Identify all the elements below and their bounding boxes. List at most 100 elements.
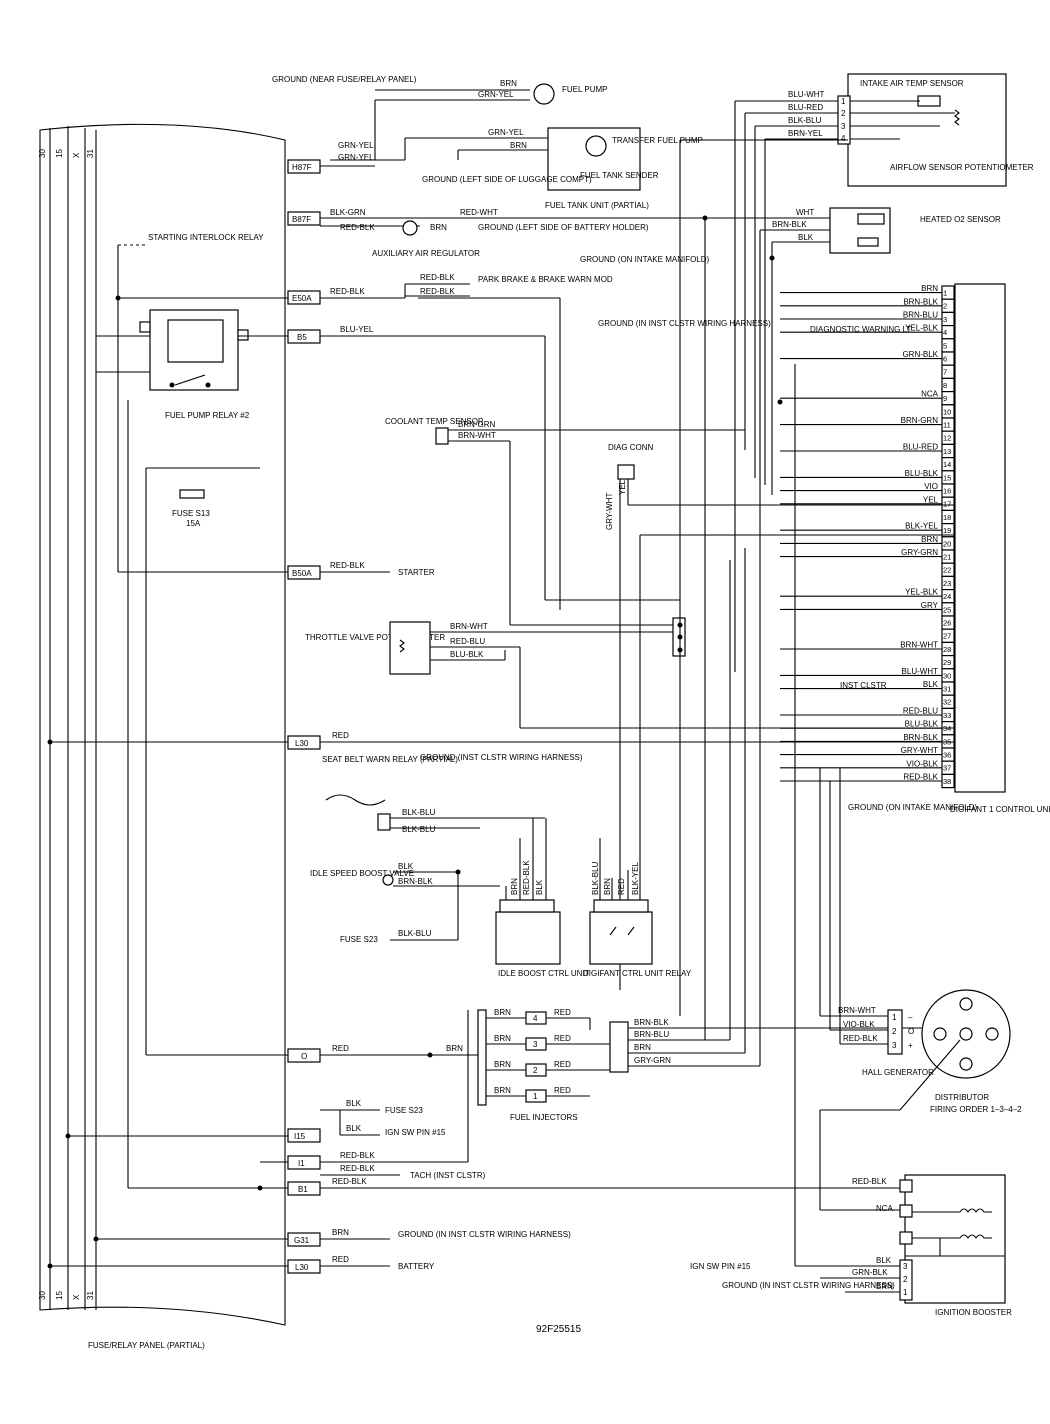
figure-id: 92F25515 (536, 1324, 581, 1335)
diag-conn: DIAG CONN YEL GRY-WHT (605, 443, 955, 990)
ground-inst-label-3: GROUND (IN INST CLSTR WIRING HARNESS) (398, 1230, 571, 1239)
ecu-pin-number: 37 (943, 764, 951, 773)
terminal-l30: L30 (295, 739, 309, 748)
idle-boost-unit: IDLE BOOST CTRL UNIT BRN RED-BLK BLK (495, 818, 590, 978)
terminal-b50a: B50A (292, 569, 312, 578)
terminal-b5: B5 (297, 333, 307, 342)
ecu-pin-number: 26 (943, 619, 951, 628)
wire-label-red-blk-f: RED-BLK (522, 860, 531, 895)
ecu-pin-wire-label: YEL-BLK (905, 588, 939, 597)
fuel-pump-relay: FUEL PUMP RELAY #2 (96, 309, 288, 420)
battery-label: BATTERY (398, 1262, 435, 1271)
ecu-pin-number: 23 (943, 579, 951, 588)
ecu-pin-wire-label: BRN (921, 535, 938, 544)
ecu-pin-number: 21 (943, 553, 951, 562)
ecu-pin-number: 15 (943, 473, 951, 482)
iat-pin-1: 1 (841, 97, 846, 106)
ecu-pin-number: 17 (943, 500, 951, 509)
firing-order-label: FIRING ORDER 1–3–4–2 (930, 1105, 1022, 1114)
transfer-pump-label: TRANSFER FUEL PUMP (612, 136, 703, 145)
bus-label-31: 31 (86, 149, 95, 158)
ecu-pin-number: 27 (943, 632, 951, 641)
ecu-pin-wire-label: YEL (923, 495, 939, 504)
ecu: 1BRN2BRN-BLK3BRN-BLU4YEL-BLK56GRN-BLK789… (780, 283, 1050, 814)
ecu-pin-wire-label: GRY-WHT (901, 746, 938, 755)
wire-label-brn-c: BRN (430, 223, 447, 232)
hall-generator: 1 2 3 – O + BRN-WHT VIO-BLK RED-BLK HALL… (820, 1006, 934, 1077)
wire-label-brn-h: BRN (494, 1060, 511, 1069)
bus-label-30: 30 (38, 149, 47, 158)
wire-label-red-blk-a: RED-BLK (340, 223, 375, 232)
ecu-pin-wire-label: RED-BLK (903, 773, 938, 782)
wire-label-grn-blk-a: GRN-BLK (852, 1268, 888, 1277)
digifant-relay: DIGIFANT CTRL UNIT RELAY BLK-BLU BRN RED… (583, 534, 955, 978)
hall-pin-1: 1 (892, 1013, 897, 1022)
park-brake-label: PARK BRAKE & BRAKE WARN MOD (478, 275, 613, 284)
fuse-s23-label: FUSE S23 (340, 935, 378, 944)
aux-air-section: BLK-GRN RED-BLK RED-WHT BRN AUXILIARY AI… (320, 208, 780, 610)
wire-label-brn-wht-b: BRN-WHT (450, 622, 488, 631)
wire-label-brn-g: BRN (494, 1034, 511, 1043)
ecu-pin-number: 20 (943, 539, 951, 548)
hall-sign-o: O (908, 1027, 914, 1036)
wire-label-brn-e: BRN (603, 878, 612, 895)
wire-label-brn-i: BRN (494, 1086, 511, 1095)
fuel-tank-unit-label: FUEL TANK UNIT (PARTIAL) (545, 201, 649, 210)
wire-label-blk-blu-b: BLK-BLU (402, 808, 436, 817)
wire-label-brn-blk-c: BRN-BLK (634, 1018, 669, 1027)
wire-label-red-wht: RED-WHT (460, 208, 498, 217)
diagnostic-lt-label: DIAGNOSTIC WARNING LT (810, 325, 911, 334)
ecu-pin-wire-label: BLU-BLK (905, 720, 939, 729)
ecu-pin-wire-label: NCA (921, 390, 939, 399)
heated-o2-sensor: HEATED O2 SENSOR WHT BRN-BLK BLK (702, 207, 1001, 261)
terminal-i1: I1 (298, 1159, 305, 1168)
ecu-pin-wire-label: BRN-WHT (900, 641, 938, 650)
ecu-pin-number: 2 (943, 302, 947, 311)
ecu-pin-wire-label: YEL-BLK (905, 324, 939, 333)
wire-label-brn-wht-c: BRN-WHT (838, 1006, 876, 1015)
wire-label-blk-b: BLK (398, 862, 414, 871)
booster-pin-3: 3 (903, 1262, 908, 1271)
tank-sender-label: FUEL TANK SENDER (580, 171, 659, 180)
wire-label-blk-yel-a: BLK-YEL (631, 862, 640, 895)
ign-sw-label-2: IGN SW PIN #15 (690, 1262, 751, 1271)
fuel-pump-relay-label: FUEL PUMP RELAY #2 (165, 411, 250, 420)
ecu-pin-wire-label: GRN-BLK (902, 350, 938, 359)
bus-label-xb: X (72, 1294, 81, 1300)
bus-label-31b: 31 (86, 1291, 95, 1300)
bus-label-15b: 15 (55, 1291, 64, 1300)
seat-belt-label: SEAT BELT WARN RELAY (PARTIAL) (322, 755, 458, 764)
ecu-pin-number: 14 (943, 460, 951, 469)
wire-label-red-a: RED (332, 731, 349, 740)
inst-clstr-label: INST CLSTR (840, 681, 887, 690)
ecu-pin-wire-label: RED-BLU (903, 707, 938, 716)
ecu-pin-number: 34 (943, 724, 951, 733)
iat-pin-2: 2 (841, 109, 846, 118)
wire-label-red-b: RED (617, 878, 626, 895)
ecu-pin-wire-label: BRN-BLK (903, 297, 938, 306)
wire-label-brn-grn: BRN-GRN (458, 420, 496, 429)
wire-label-brn-a: BRN (500, 79, 517, 88)
ecu-pin-wire-label: GRY-GRN (901, 548, 938, 557)
wire-label-red-blk-d: RED-BLK (420, 287, 455, 296)
coolant-label: COOLANT TEMP SENSOR (385, 417, 484, 426)
ecu-pin-number: 7 (943, 368, 947, 377)
injector-2: 2 (533, 1066, 538, 1075)
wire-label-brn-j: BRN (634, 1043, 651, 1052)
terminal-l30b: L30 (295, 1263, 309, 1272)
ecu-pin-wire-label: BRN (921, 284, 938, 293)
ecu-pin-wire-label: BRN-GRN (901, 416, 939, 425)
starting-interlock-relay: STARTING INTERLOCK RELAY (115, 233, 288, 573)
ecu-pin-number: 28 (943, 645, 951, 654)
ecu-pin-number: 25 (943, 605, 951, 614)
ecu-pin-number: 8 (943, 381, 947, 390)
ecu-pin-number: 29 (943, 658, 951, 667)
wire-label-blk-blu-a: BLK-BLU (788, 116, 822, 125)
ecu-pin-number: 6 (943, 355, 947, 364)
terminal-i15: I15 (294, 1132, 306, 1141)
ground-intake-label-2: GROUND (ON INTAKE MANIFOLD) (848, 803, 978, 812)
starter-label: STARTER (398, 568, 435, 577)
ecu-pin-number: 18 (943, 513, 951, 522)
hall-pin-3: 3 (892, 1041, 897, 1050)
